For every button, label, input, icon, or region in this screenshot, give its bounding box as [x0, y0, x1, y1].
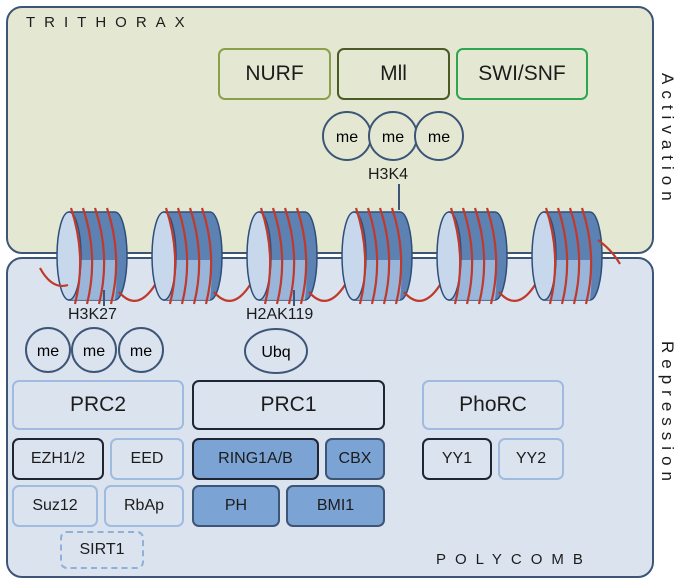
dna-wrap: [485, 207, 498, 305]
h3k4-me-group: me me me: [322, 111, 464, 161]
nucleosome: [56, 207, 128, 305]
nurf-box: NURF: [218, 48, 331, 100]
h3k27-me-group: me me me: [25, 327, 164, 373]
dna-wrap: [93, 207, 106, 305]
dna-wrap: [295, 207, 308, 305]
h3k27-me-text: me: [83, 343, 105, 360]
dna-wrap: [449, 207, 462, 305]
yy1-box: YY1: [422, 438, 492, 480]
h3k27-me-circle: [118, 327, 164, 373]
dna-wrap: [105, 207, 118, 305]
mll-box: Mll: [337, 48, 450, 100]
h3k27-me-circle: [71, 327, 117, 373]
trithorax-title: TRITHORAX: [26, 14, 194, 31]
ubq-ellipse: [244, 328, 308, 374]
dna-wrap: [354, 207, 367, 305]
nucleosome: [531, 207, 603, 305]
prc2-box: PRC2: [12, 380, 184, 430]
phorc-box: PhoRC: [422, 380, 564, 430]
h3k27-label: H3K27: [68, 306, 117, 323]
nucleosome: [246, 207, 318, 305]
dna-wrap: [200, 207, 213, 305]
h3k27-me-text: me: [37, 343, 59, 360]
polycomb-title: POLYCOMB: [436, 551, 592, 568]
h3k4-me-text: me: [382, 129, 404, 146]
dna-wrap: [69, 207, 82, 305]
ph-box: PH: [192, 485, 280, 527]
ezh12-box: EZH1/2: [12, 438, 104, 480]
nucleosome: [341, 207, 413, 305]
yy2-box: YY2: [498, 438, 564, 480]
nucleosome-array: [39, 207, 621, 305]
dna-wrap: [271, 207, 284, 305]
dna-wrap: [568, 207, 581, 305]
dna-wrap: [188, 207, 201, 305]
cbx-box: CBX: [325, 438, 385, 480]
dna-wrap: [580, 207, 593, 305]
dna-wrap: [378, 207, 391, 305]
eed-box: EED: [110, 438, 184, 480]
ubq-text: Ubq: [261, 344, 290, 361]
dna-wrap: [164, 207, 177, 305]
sirt1-box: SIRT1: [60, 531, 144, 569]
h3k4-me-text: me: [336, 129, 358, 146]
prc1-box: PRC1: [192, 380, 385, 430]
swisnf-box: SWI/SNF: [456, 48, 588, 100]
dna-wrap: [259, 207, 272, 305]
dna-wrap: [366, 207, 379, 305]
h3k4-label: H3K4: [368, 166, 409, 183]
h3k4-me-text: me: [428, 129, 450, 146]
suz12-box: Suz12: [12, 485, 98, 527]
bmi1-box: BMI1: [286, 485, 385, 527]
dna-wrap: [81, 207, 94, 305]
dna-wrap: [283, 207, 296, 305]
dna-wrap: [473, 207, 486, 305]
nucleosome: [151, 207, 223, 305]
dna-wrap: [176, 207, 189, 305]
rbap-box: RbAp: [104, 485, 184, 527]
dna-wrap: [390, 207, 403, 305]
h3k27-me-text: me: [130, 343, 152, 360]
h3k4-me-circle: [414, 111, 464, 161]
h2ak119-label: H2AK119: [246, 306, 314, 323]
dna-tail: [39, 267, 69, 287]
dna-wrap: [544, 207, 557, 305]
h3k27-me-circle: [25, 327, 71, 373]
nucleosome: [436, 207, 508, 305]
dna-wrap: [556, 207, 569, 305]
ring1ab-box: RING1A/B: [192, 438, 319, 480]
dna-wrap: [461, 207, 474, 305]
dna-tail: [597, 239, 621, 265]
